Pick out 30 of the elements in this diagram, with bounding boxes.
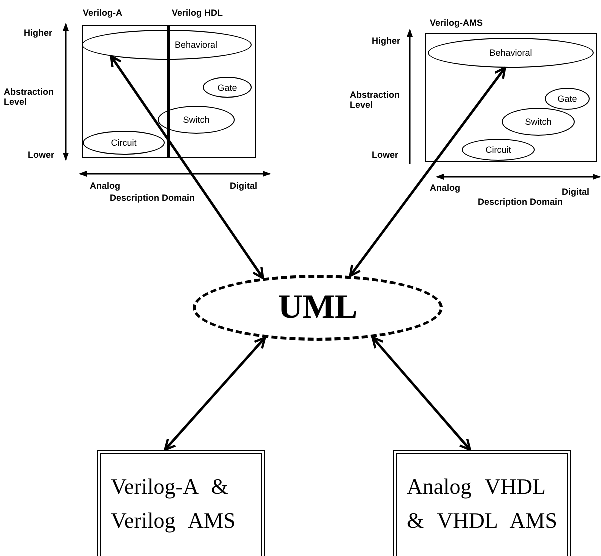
- double-headed-arrow: [164, 336, 266, 452]
- ellipse: Circuit: [462, 139, 535, 161]
- axis-label: Analog: [430, 183, 460, 193]
- axis-label: Abstraction Level: [350, 90, 402, 110]
- ellipse: Behavioral: [82, 30, 252, 60]
- axis-label: Description Domain: [110, 193, 196, 203]
- double-headed-arrow: [110, 55, 264, 280]
- double-headed-arrow: [349, 66, 506, 278]
- axis-label: Lower: [28, 150, 55, 160]
- ellipse: Switch: [158, 106, 235, 134]
- ellipse: Gate: [203, 77, 252, 98]
- double-border-box: Verilog-A & Verilog AMS: [97, 450, 265, 556]
- axis-label: Digital: [230, 181, 258, 191]
- axis-label: Analog: [90, 181, 120, 191]
- ellipse: Behavioral: [428, 38, 594, 68]
- ellipse: Circuit: [83, 131, 165, 155]
- chart-heading: Verilog-AMS: [430, 18, 484, 28]
- double-headed-arrow: [372, 336, 472, 452]
- ellipse: Gate: [545, 88, 590, 110]
- axis-label: Digital: [562, 187, 590, 197]
- axis-label: Lower: [372, 150, 399, 160]
- axis-label: Abstraction Level: [4, 87, 56, 107]
- ellipse: Switch: [502, 108, 575, 136]
- chart-heading: Verilog HDL: [172, 8, 224, 18]
- chart-heading: Verilog-A: [83, 8, 123, 18]
- axis-label: Higher: [372, 36, 401, 46]
- dashed-ellipse: UML: [193, 275, 443, 341]
- double-border-box: Analog VHDL & VHDL AMS: [393, 450, 571, 556]
- axis-label: Description Domain: [478, 197, 564, 207]
- axis-label: Higher: [24, 28, 53, 38]
